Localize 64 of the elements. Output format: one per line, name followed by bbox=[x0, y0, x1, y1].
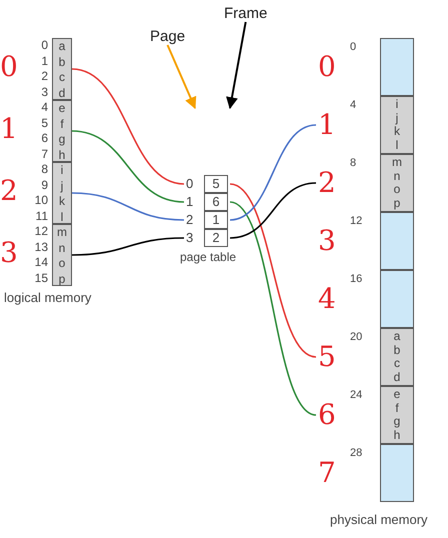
frame-number: 1 bbox=[318, 110, 336, 140]
mapping-line bbox=[230, 124, 316, 221]
offset-label: 7 bbox=[40, 146, 48, 162]
offset-label: 0 bbox=[40, 38, 48, 54]
offset-label: 12 bbox=[34, 224, 48, 240]
memory-cell: m n o p bbox=[380, 154, 414, 212]
pointer-label: Frame bbox=[224, 5, 268, 22]
page-number: 1 bbox=[0, 114, 18, 144]
page-number: 0 bbox=[0, 52, 18, 82]
arrow bbox=[166, 44, 196, 110]
mapping-line bbox=[230, 201, 316, 416]
page-number: 2 bbox=[0, 176, 18, 206]
offset-label: 11 bbox=[34, 208, 48, 224]
address-label: 0 bbox=[350, 41, 356, 53]
offset-label: 9 bbox=[40, 178, 48, 193]
offset-label: 4 bbox=[40, 100, 48, 116]
memory-cell: e f g h bbox=[380, 386, 414, 444]
address-label: 8 bbox=[350, 157, 356, 169]
offset-label: 14 bbox=[34, 255, 48, 270]
address-label: 4 bbox=[350, 99, 356, 111]
mapping-line bbox=[72, 68, 184, 185]
offset-label: 10 bbox=[34, 193, 48, 208]
memory-cell: a b c d bbox=[380, 328, 414, 386]
mapping-line bbox=[230, 183, 316, 358]
page-index: 3 bbox=[186, 230, 194, 245]
caption-label: logical memory bbox=[4, 290, 92, 305]
offset-label: 3 bbox=[40, 84, 48, 100]
offset-label: 13 bbox=[34, 240, 48, 255]
page-index: 1 bbox=[186, 194, 194, 209]
offset-label: 5 bbox=[40, 116, 48, 131]
memory-cell: m n o p bbox=[52, 224, 72, 286]
address-label: 16 bbox=[350, 273, 362, 285]
page-index: 0 bbox=[186, 176, 194, 191]
frame-number: 0 bbox=[318, 52, 336, 82]
offset-label: 6 bbox=[40, 131, 48, 146]
mapping-line bbox=[230, 182, 316, 239]
address-label: 12 bbox=[350, 215, 362, 227]
frame-number: 5 bbox=[318, 342, 336, 372]
mapping-line bbox=[72, 192, 184, 221]
table-entry: 6 bbox=[204, 193, 228, 211]
frame-number: 2 bbox=[318, 168, 336, 198]
table-entry: 2 bbox=[204, 229, 228, 247]
arrow bbox=[226, 22, 247, 110]
offset-label: 1 bbox=[40, 54, 48, 69]
frame-number: 7 bbox=[318, 458, 336, 488]
frame-number: 3 bbox=[318, 226, 336, 256]
frame-number: 6 bbox=[318, 400, 336, 430]
offset-label: 2 bbox=[40, 69, 48, 84]
frame-number: 4 bbox=[318, 284, 336, 314]
offset-label: 8 bbox=[40, 162, 48, 178]
pointer-label: Page bbox=[150, 28, 186, 45]
offset-label: 15 bbox=[34, 270, 48, 286]
address-label: 24 bbox=[350, 389, 362, 401]
address-label: 20 bbox=[350, 331, 362, 343]
mapping-line bbox=[72, 130, 184, 203]
table-entry: 5 bbox=[204, 175, 228, 193]
mapping-line bbox=[72, 237, 184, 256]
table-entry: 1 bbox=[204, 211, 228, 229]
memory-cell: i j k l bbox=[380, 96, 414, 154]
caption-label: physical memory bbox=[330, 512, 428, 527]
address-label: 28 bbox=[350, 447, 362, 459]
page-index: 2 bbox=[186, 212, 194, 227]
page-number: 3 bbox=[0, 238, 18, 268]
caption-label: page table bbox=[180, 250, 236, 264]
